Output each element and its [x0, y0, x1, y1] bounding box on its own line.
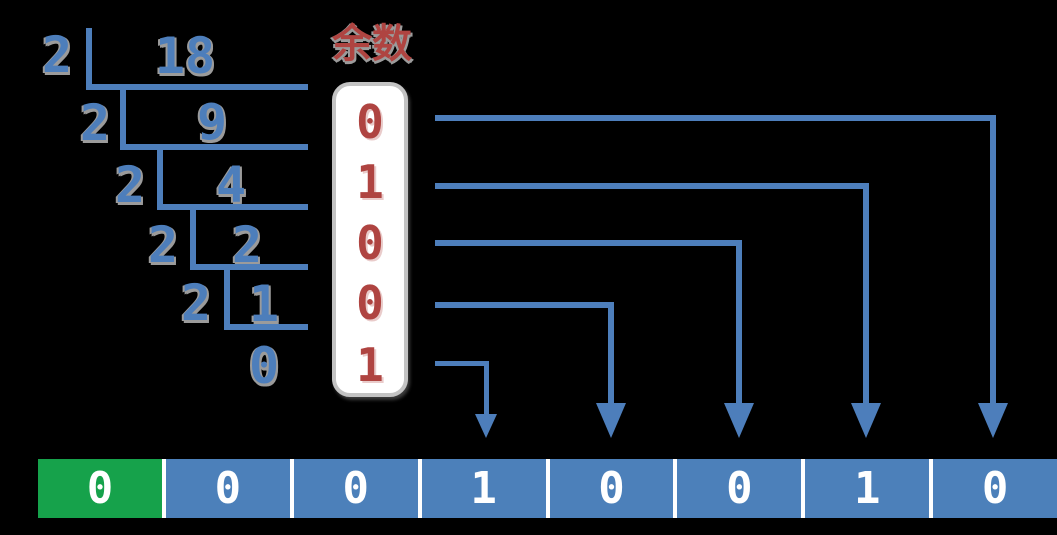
- step3-horizontal-line: [157, 204, 308, 210]
- binary-cell-7: 0: [933, 459, 1057, 518]
- step1-horizontal-line: [86, 84, 308, 90]
- step5-divisor: 2: [180, 274, 212, 332]
- step2-horizontal-line: [120, 144, 308, 150]
- step4-horizontal-line: [190, 264, 308, 270]
- step3-dividend: 4: [215, 156, 247, 214]
- arrow1-horizontal: [435, 115, 996, 121]
- step2-divisor: 2: [79, 94, 111, 152]
- step4-vertical-line: [190, 204, 196, 270]
- step2-dividend: 9: [196, 93, 228, 151]
- binary-cell-3: 1: [421, 459, 546, 518]
- arrow2-vertical: [863, 183, 869, 405]
- step1-vertical-line: [86, 28, 92, 90]
- step3-divisor: 2: [114, 156, 146, 214]
- step5-dividend: 1: [248, 275, 280, 333]
- arrow4-horizontal: [435, 302, 614, 308]
- arrow1-head-icon: [978, 403, 1008, 438]
- remainder-4: 1: [356, 338, 384, 392]
- arrow5-vertical: [484, 361, 489, 415]
- arrow5-horizontal: [435, 361, 489, 366]
- arrow2-head-icon: [851, 403, 881, 438]
- step4-dividend: 2: [231, 216, 263, 274]
- binary-strip: 0 0 0 1 0 0 1 0: [38, 459, 1057, 518]
- remainder-3: 0: [356, 276, 384, 330]
- remainder-title: 余数: [332, 21, 412, 67]
- binary-cell-2: 0: [293, 459, 418, 518]
- step5-horizontal-line: [224, 324, 308, 330]
- binary-cell-5: 0: [677, 459, 802, 518]
- arrow5-head-icon: [475, 414, 497, 438]
- binary-cell-6: 1: [805, 459, 930, 518]
- step1-dividend: 18: [154, 27, 216, 85]
- arrow2-horizontal: [435, 183, 869, 189]
- arrow4-head-icon: [596, 403, 626, 438]
- arrow4-vertical: [608, 302, 614, 405]
- step2-vertical-line: [120, 84, 126, 150]
- step3-vertical-line: [157, 144, 163, 210]
- remainder-box: [332, 82, 408, 397]
- step5-vertical-line: [224, 264, 230, 330]
- remainder-1: 1: [356, 155, 384, 209]
- remainder-2: 0: [356, 216, 384, 270]
- step4-divisor: 2: [147, 216, 179, 274]
- arrow3-head-icon: [724, 403, 754, 438]
- binary-cell-0: 0: [38, 459, 162, 518]
- arrow3-horizontal: [435, 240, 742, 246]
- step1-divisor: 2: [41, 26, 73, 84]
- binary-cell-4: 0: [549, 459, 674, 518]
- final-quotient: 0: [248, 337, 280, 395]
- binary-cell-1: 0: [165, 459, 290, 518]
- arrow1-vertical: [990, 115, 996, 405]
- arrow3-vertical: [736, 240, 742, 405]
- remainder-0: 0: [356, 95, 384, 149]
